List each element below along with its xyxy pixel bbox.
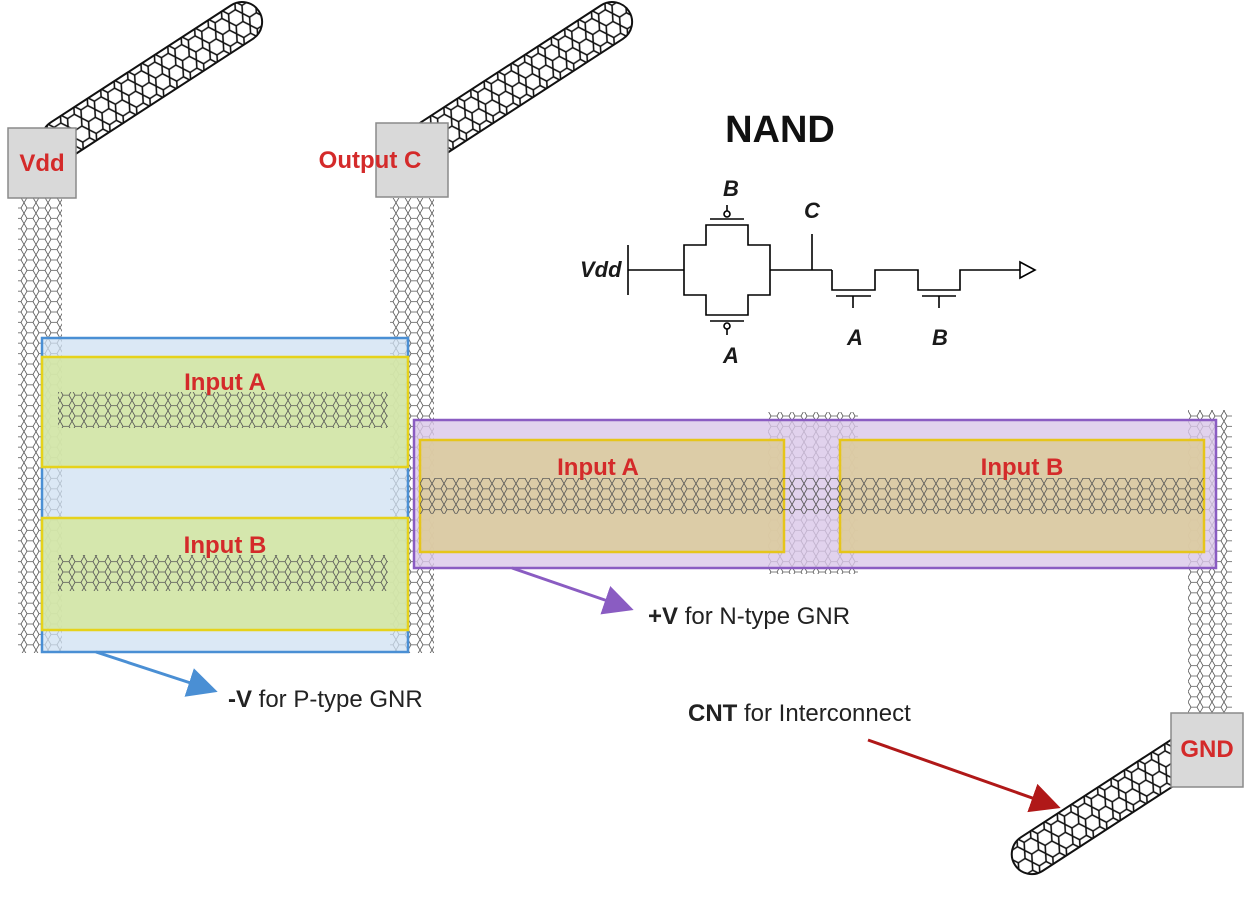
schem-label-c: C	[804, 198, 821, 223]
gnr-channel-n	[420, 478, 1204, 514]
pad-vdd	[7, 127, 77, 199]
label-n-input-b: Input B	[981, 454, 1064, 481]
annotation-cnt: CNT for Interconnect	[688, 700, 911, 727]
label-n-input-a: Input A	[557, 454, 639, 481]
schem-label-vdd: Vdd	[580, 257, 622, 282]
label-gnd: GND	[1180, 736, 1233, 763]
annotation-n-rest: for N-type GNR	[678, 603, 850, 630]
gnr-channel-p-b	[58, 555, 388, 591]
annotation-p-type: -V for P-type GNR	[228, 686, 423, 713]
annotation-n-bold: +V	[648, 603, 678, 630]
gnr-channel-p-a	[58, 392, 388, 428]
annotation-p-bold: -V	[228, 686, 252, 713]
schem-label-n1: A	[846, 325, 863, 350]
annotation-p-rest: for P-type GNR	[252, 686, 423, 713]
arrow-p-type	[95, 650, 218, 697]
label-output-c: Output C	[319, 147, 422, 174]
annotation-n-type: +V for N-type GNR	[648, 603, 850, 630]
annotation-cnt-rest: for Interconnect	[737, 700, 911, 727]
pad-gnd	[1170, 712, 1244, 788]
arrow-cnt	[867, 738, 1061, 813]
pad-output	[375, 122, 449, 198]
schem-label-p-top: B	[723, 176, 739, 201]
schem-label-p-bottom: A	[722, 343, 739, 368]
schem-label-n2: B	[932, 325, 948, 350]
label-vdd: Vdd	[19, 150, 64, 177]
label-p-input-b: Input B	[184, 532, 267, 559]
label-p-input-a: Input A	[184, 369, 266, 396]
annotation-cnt-bold: CNT	[688, 700, 738, 727]
diagram-title: NAND	[725, 109, 835, 151]
nand-schematic	[627, 205, 1037, 335]
arrow-n-type	[511, 566, 634, 615]
